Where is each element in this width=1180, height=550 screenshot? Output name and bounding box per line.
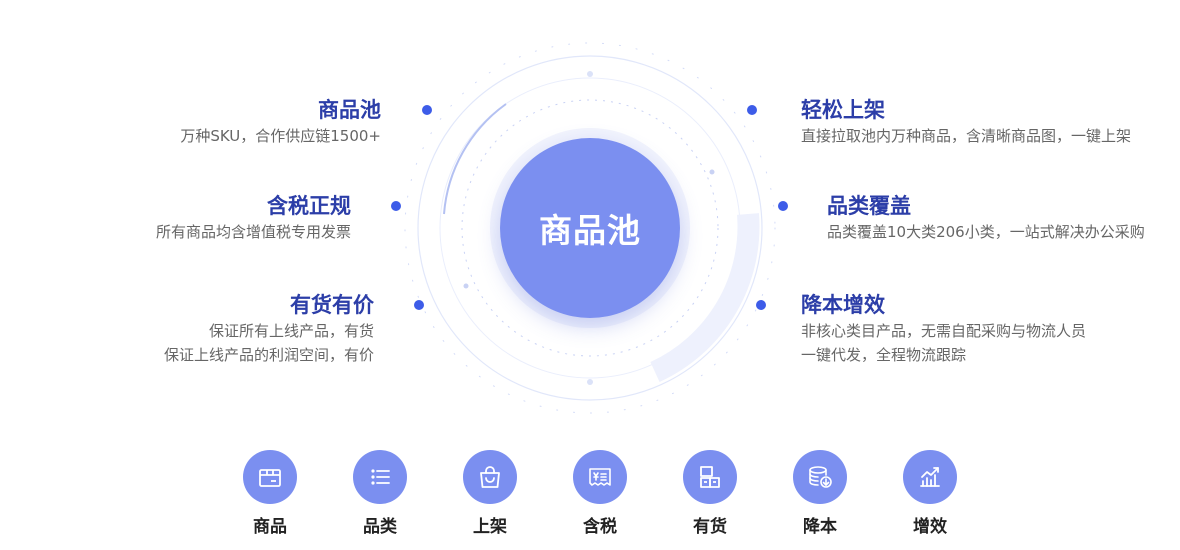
bullet-dot xyxy=(778,201,788,211)
bullet-dot xyxy=(747,105,757,115)
feature-title: 含税正规 xyxy=(267,194,351,218)
feature-category: 品类覆盖 品类覆盖10大类206小类，一站式解决办公采购 xyxy=(827,192,1145,244)
icon-label: 含税 xyxy=(583,517,617,537)
center-label: 商品池 xyxy=(539,211,641,250)
icon-item-category: 品类 xyxy=(340,450,420,537)
icon-item-efficiency: 增效 xyxy=(890,450,970,537)
icon-item-goods: 商品 xyxy=(230,450,310,537)
center-circle: 商品池 xyxy=(500,138,680,318)
icon-item-cost: 降本 xyxy=(780,450,860,537)
list-icon xyxy=(371,469,390,485)
feature-title: 商品池 xyxy=(318,98,381,122)
feature-cost: 降本增效 非核心类目产品，无需自配采购与物流人员 一键代发，全程物流跟踪 xyxy=(801,291,1086,367)
growth-chart-icon xyxy=(920,467,940,487)
feature-title: 有货有价 xyxy=(290,293,374,317)
bullet-dot xyxy=(414,300,424,310)
shopping-bag-icon xyxy=(480,466,500,488)
box-icon xyxy=(259,469,281,487)
feature-desc: 保证上线产品的利润空间，有价 xyxy=(163,346,374,364)
bullet-dot xyxy=(422,105,432,115)
icon-label: 商品 xyxy=(253,517,287,537)
feature-desc: 保证所有上线产品，有货 xyxy=(208,322,374,340)
icon-item-listing: 上架 xyxy=(450,450,530,537)
stock-boxes-icon xyxy=(700,466,720,488)
icon-label: 增效 xyxy=(913,517,947,537)
icon-label: 降本 xyxy=(803,517,837,537)
feature-desc: 万种SKU，合作供应链1500+ xyxy=(180,127,381,145)
feature-desc: 品类覆盖10大类206小类，一站式解决办公采购 xyxy=(827,223,1145,241)
icon-row: 商品 品类 上架 xyxy=(230,450,970,540)
icon-label: 上架 xyxy=(473,517,507,537)
icon-label: 有货 xyxy=(693,517,727,537)
feature-easy-listing: 轻松上架 直接拉取池内万种商品，含清晰商品图，一键上架 xyxy=(801,96,1131,148)
feature-desc: 所有商品均含增值税专用发票 xyxy=(155,223,351,241)
feature-stock-price: 有货有价 保证所有上线产品，有货 保证上线产品的利润空间，有价 xyxy=(164,291,374,367)
feature-tax: 含税正规 所有商品均含增值税专用发票 xyxy=(156,192,351,244)
coins-down-icon xyxy=(809,466,832,488)
invoice-icon xyxy=(589,468,611,486)
feature-desc: 非核心类目产品，无需自配采购与物流人员 xyxy=(801,322,1087,340)
icon-label: 品类 xyxy=(363,517,397,537)
feature-title: 品类覆盖 xyxy=(827,194,911,218)
icon-item-tax: 含税 xyxy=(560,450,640,537)
bullet-dot xyxy=(391,201,401,211)
feature-title: 降本增效 xyxy=(801,293,885,317)
feature-title: 轻松上架 xyxy=(801,98,885,122)
feature-goods-pool: 商品池 万种SKU，合作供应链1500+ xyxy=(180,96,381,148)
decorative-rings xyxy=(404,42,776,414)
bullet-dot xyxy=(756,300,766,310)
feature-desc: 直接拉取池内万种商品，含清晰商品图，一键上架 xyxy=(801,127,1132,145)
feature-desc: 一键代发，全程物流跟踪 xyxy=(801,346,967,364)
icon-item-stock: 有货 xyxy=(670,450,750,537)
